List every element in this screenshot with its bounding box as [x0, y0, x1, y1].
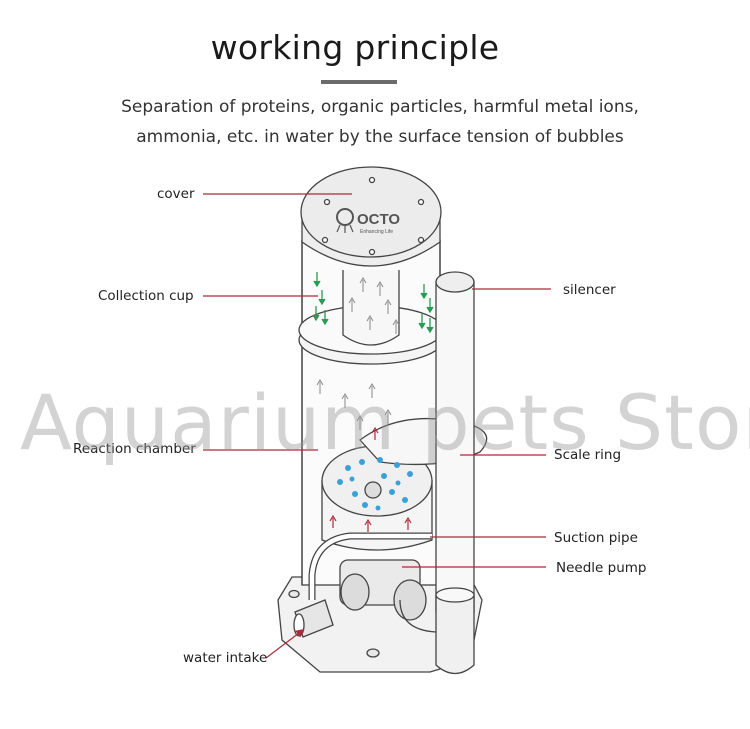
silencer-pipe [435, 281, 475, 613]
label-reaction-chamber: Reaction chamber [73, 441, 196, 457]
octo-logo: OCTO Enhancing Life [336, 208, 400, 235]
up-flow-arrows [316, 277, 400, 430]
cover [300, 166, 442, 258]
water-flow-arrows [329, 426, 412, 532]
diffuser-knob [364, 481, 382, 499]
silencer-cap [435, 271, 475, 293]
outlet-elbow [435, 595, 475, 675]
label-needle-pump: Needle pump [556, 560, 647, 576]
watermark: Aquarium pets Store [20, 378, 750, 467]
base-screw [288, 589, 300, 599]
base-screw [366, 648, 380, 658]
title-underline [321, 80, 397, 84]
subtitle-line-1: Separation of proteins, organic particle… [121, 97, 639, 117]
logo-brand: OCTO [357, 211, 400, 228]
label-cover: cover [157, 186, 195, 202]
skimmer-body [277, 166, 488, 675]
subtitle-line-2: ammonia, etc. in water by the surface te… [136, 127, 624, 147]
logo-tagline: Enhancing Life [360, 229, 393, 235]
down-flow-arrows [312, 272, 434, 334]
label-scale-ring: Scale ring [554, 447, 622, 463]
leader-lines [203, 193, 551, 659]
label-collection-cup: Collection cup [98, 288, 194, 304]
label-silencer: silencer [563, 282, 616, 298]
collection-cup-neck [342, 270, 400, 346]
page-title: working principle [210, 28, 500, 67]
label-water-intake: water intake [183, 650, 268, 666]
octo-logo-icon [336, 208, 354, 226]
label-suction-pipe: Suction pipe [554, 530, 638, 546]
bubbles [337, 457, 413, 511]
leader-water-intake [265, 628, 305, 659]
